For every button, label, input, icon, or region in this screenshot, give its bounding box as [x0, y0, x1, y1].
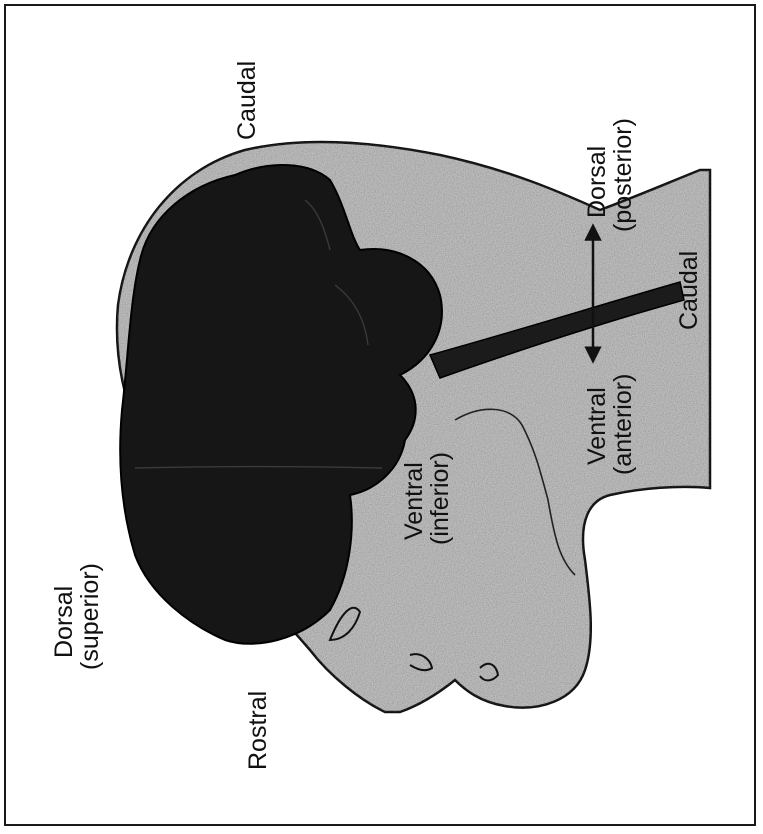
label-dorsal-superior-1: Dorsal — [50, 586, 78, 658]
label-ventral-inferior-1: Ventral — [400, 462, 428, 540]
label-rostral: Rostral — [244, 691, 272, 770]
label-ventral-anterior-2: (anterior) — [609, 374, 637, 475]
label-caudal-top: Caudal — [233, 61, 261, 140]
label-ventral-anterior-1: Ventral — [583, 387, 611, 465]
label-dorsal-posterior-2: (posterior) — [609, 118, 637, 232]
label-ventral-inferior-2: (inferior) — [426, 452, 454, 545]
label-dorsal-superior-2: (superior) — [76, 563, 104, 670]
label-caudal-spinal: Caudal — [675, 251, 703, 330]
label-dorsal-posterior-1: Dorsal — [583, 146, 611, 218]
